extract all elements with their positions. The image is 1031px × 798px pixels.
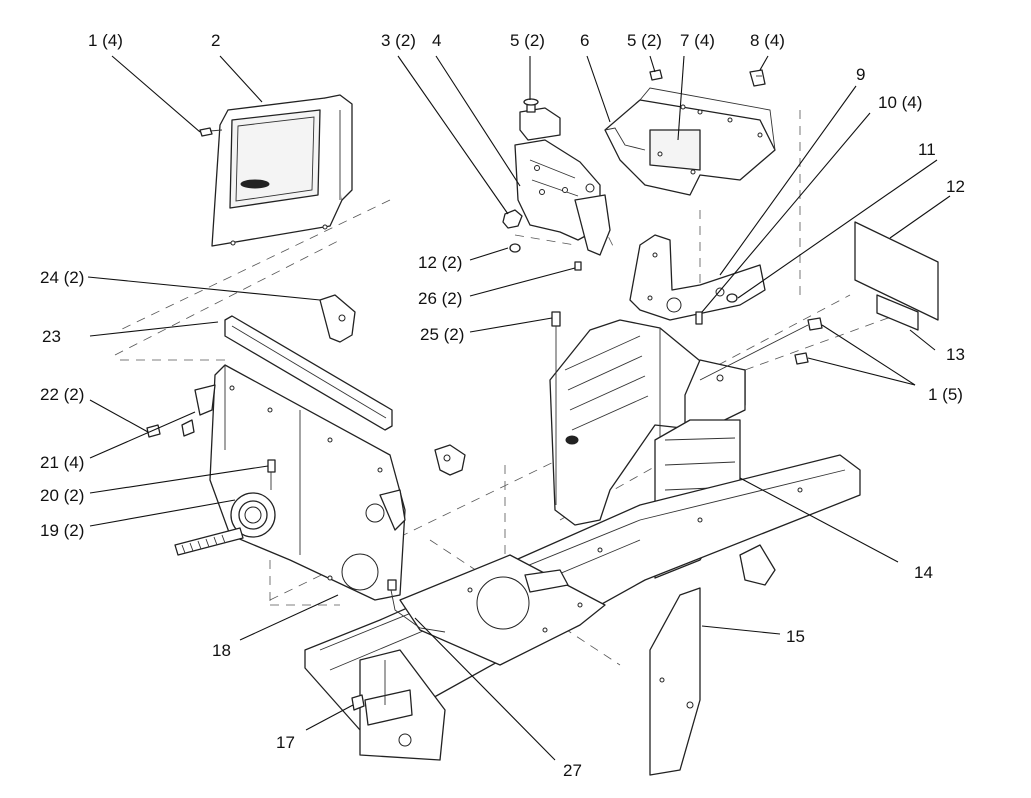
- part-12-decal: [854, 221, 939, 321]
- part-17-switch: [351, 694, 365, 711]
- callout-9: 9: [856, 65, 865, 84]
- part-24-bracket-lower: [434, 444, 466, 476]
- callout-24-2: 24 (2): [40, 268, 84, 287]
- part-23-trim-strip: [224, 315, 393, 431]
- callout-23: 23: [42, 327, 61, 346]
- callout-17: 17: [276, 733, 295, 752]
- callout-11: 11: [918, 140, 936, 159]
- callout-3-2: 3 (2): [381, 31, 416, 50]
- callout-4: 4: [432, 31, 441, 50]
- part-11-nut: [726, 293, 738, 303]
- callout-14: 14: [914, 563, 933, 582]
- part-12-washer: [509, 243, 521, 253]
- callout-8-4: 8 (4): [750, 31, 785, 50]
- part-19-grommet: [230, 492, 276, 538]
- callout-2: 2: [211, 31, 220, 50]
- callout-labels: 1 (4) 2 3 (2) 4 5 (2) 6 5 (2) 7 (4) 8 (4…: [40, 31, 965, 780]
- callout-25-2: 25 (2): [420, 325, 464, 344]
- callout-18: 18: [212, 641, 231, 660]
- part-1-screw-top: [199, 127, 223, 137]
- part-2-window-panel: [211, 94, 353, 247]
- front-bracket: [359, 649, 446, 761]
- callout-13: 13: [946, 345, 965, 364]
- part-18-side-panel: [209, 364, 406, 601]
- seat-mount-plate: [399, 554, 606, 666]
- part-21-clip: [181, 384, 216, 437]
- callout-26-2: 26 (2): [418, 289, 462, 308]
- callout-1-4: 1 (4): [88, 31, 123, 50]
- callout-1-5: 1 (5): [928, 385, 963, 404]
- leader-lines: [87, 55, 951, 761]
- spring-shaft: [174, 527, 244, 556]
- part-15-cover-strip: [649, 587, 701, 776]
- callout-15: 15: [786, 627, 805, 646]
- part-27-wire-harness: [387, 579, 446, 633]
- callout-10-4: 10 (4): [878, 93, 922, 112]
- center-console-housing: [549, 319, 746, 526]
- callout-27: 27: [563, 761, 582, 780]
- part-22-screw: [146, 424, 161, 438]
- callout-5-2-right: 5 (2): [627, 31, 662, 50]
- part-10-screw: [695, 311, 703, 325]
- part-8-clip: [749, 69, 766, 87]
- callout-22-2: 22 (2): [40, 385, 84, 404]
- callout-7-4: 7 (4): [680, 31, 715, 50]
- part-25-bolt: [551, 311, 561, 505]
- part-6-tray: [604, 87, 776, 196]
- callout-5-2-left: 5 (2): [510, 31, 545, 50]
- callout-6: 6: [580, 31, 589, 50]
- callout-21-4: 21 (4): [40, 453, 84, 472]
- part-26-bolt: [574, 261, 582, 271]
- part-3-nut: [502, 209, 523, 229]
- part-13-decal: [876, 294, 919, 331]
- part-5-screw-left: [649, 69, 663, 81]
- part-9-bracket: [629, 234, 766, 321]
- callout-19-2: 19 (2): [40, 521, 84, 540]
- callout-12: 12: [946, 177, 965, 196]
- part-1-screws-right: [699, 317, 823, 381]
- part-24-bracket-upper: [319, 294, 356, 343]
- callout-12-2: 12 (2): [418, 253, 462, 272]
- callout-20-2: 20 (2): [40, 486, 84, 505]
- part-4-bracket: [514, 98, 611, 256]
